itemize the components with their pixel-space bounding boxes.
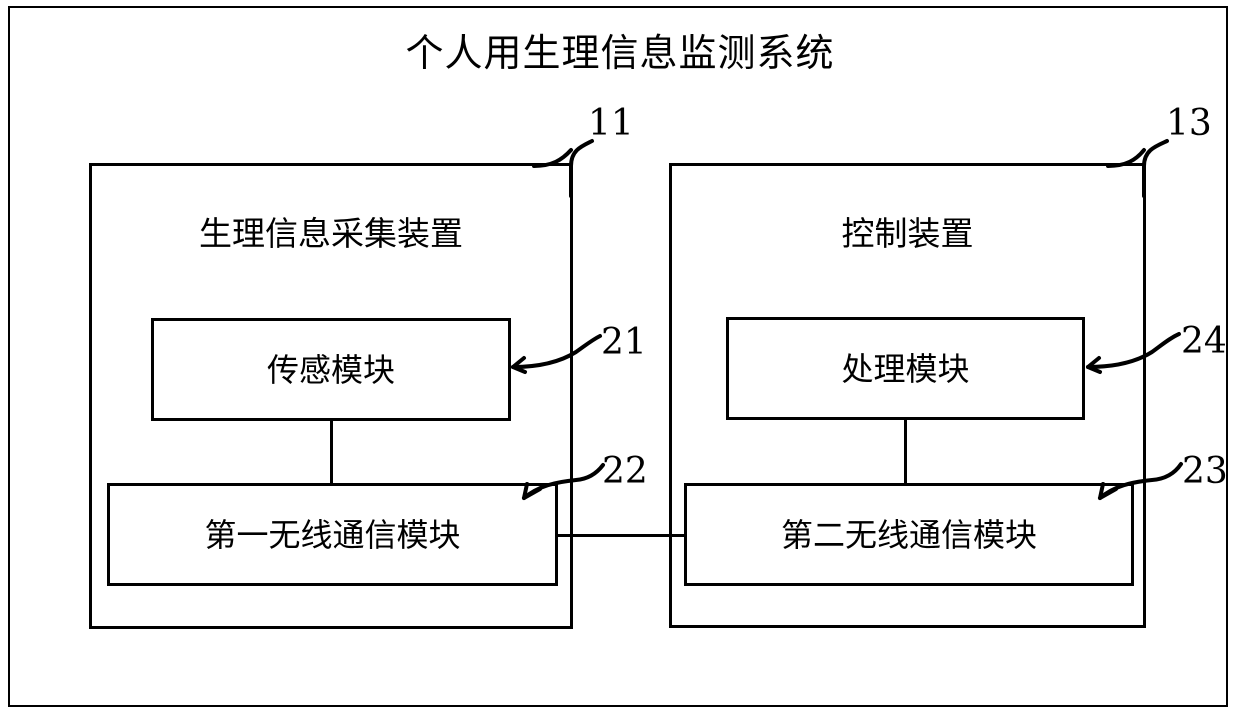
control-device-title: 控制装置 — [841, 214, 974, 253]
first-wireless-module-label: 第一无线通信模块 — [204, 515, 461, 554]
acquisition-device-box: 生理信息采集装置 — [89, 163, 573, 629]
sensor-module-label: 传感模块 — [266, 350, 395, 389]
ref-numeral-13: 13 — [1166, 103, 1212, 144]
process-module-label: 处理模块 — [841, 349, 970, 388]
figure-title: 个人用生理信息监测系统 — [405, 31, 835, 75]
process-module-box: 处理模块 — [726, 317, 1085, 420]
ref-numeral-23: 23 — [1182, 451, 1228, 492]
connector-first-wireless-to-second-wireless — [557, 534, 685, 537]
ref-numeral-11: 11 — [588, 103, 634, 144]
ref-numeral-21: 21 — [601, 322, 647, 363]
sensor-module-box: 传感模块 — [151, 318, 511, 421]
second-wireless-module-label: 第二无线通信模块 — [780, 515, 1037, 554]
control-device-box: 控制装置 — [669, 163, 1146, 628]
connector-sensor-to-first-wireless — [330, 420, 333, 484]
figure-frame — [8, 6, 1228, 707]
connector-process-to-second-wireless — [904, 419, 907, 484]
ref-numeral-22: 22 — [602, 451, 648, 492]
second-wireless-module-box: 第二无线通信模块 — [684, 483, 1134, 586]
first-wireless-module-box: 第一无线通信模块 — [107, 483, 558, 586]
acquisition-device-title: 生理信息采集装置 — [199, 214, 463, 253]
ref-numeral-24: 24 — [1181, 321, 1227, 362]
